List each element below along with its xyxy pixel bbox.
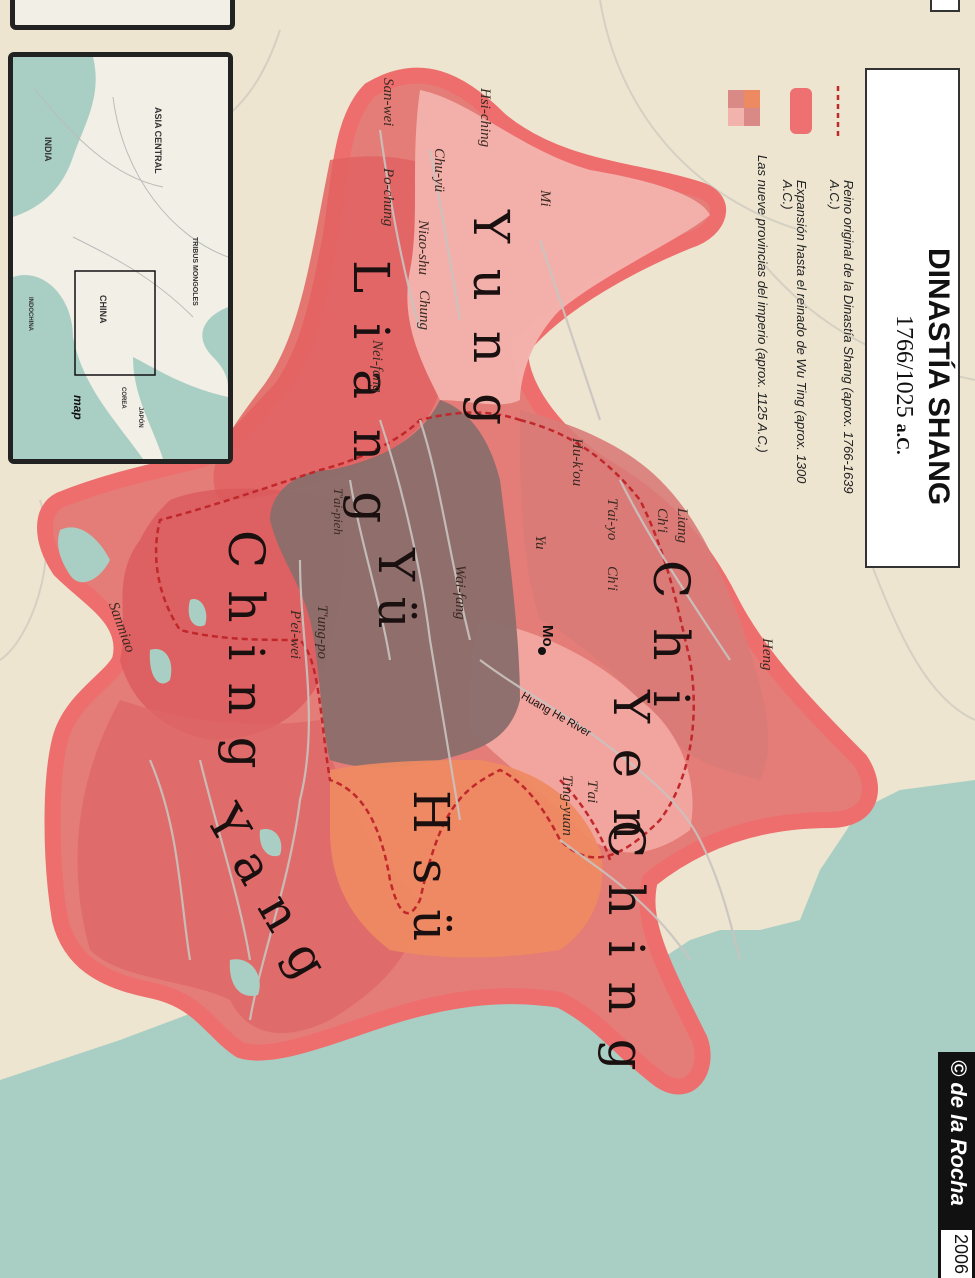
- lake: [259, 829, 282, 857]
- map-dates-years: 1766/1025: [891, 315, 917, 418]
- place-label: Mi: [537, 190, 553, 207]
- top-partial-frame: [10, 0, 235, 30]
- sea-area: [0, 780, 975, 1278]
- map-dates: 1766/1025 a.C.: [890, 315, 917, 455]
- credit-bar: © de la Rocha 2006: [938, 1052, 975, 1278]
- place-label: Yu: [532, 535, 548, 550]
- province-label-yung: Yung: [462, 210, 520, 456]
- original-kingdom-border: [154, 411, 695, 915]
- place-label: Nei-fang: [369, 340, 385, 393]
- place-label: Niao-shu: [415, 220, 431, 276]
- capital-marker: [538, 647, 546, 655]
- province-label-liang: Liang: [342, 260, 400, 554]
- place-label: Liang: [674, 508, 690, 544]
- province-yen: [470, 620, 693, 853]
- title-box: DINASTÍA SHANG 1766/1025 a.C.: [865, 68, 960, 568]
- legend-expansion: Expansión hasta el reinado de Wu Ting (a…: [780, 180, 809, 484]
- place-label: T'ai-yo: [604, 498, 620, 541]
- place-label: Hu-k'ou: [569, 438, 585, 487]
- province-liang: [213, 156, 470, 501]
- province-yu: [270, 400, 520, 768]
- province-label-ching-west: Ching: [217, 530, 275, 791]
- inset-label-corea: COREA: [120, 387, 126, 409]
- legend-provinces: Las nueve provincias del imperio (aprox.…: [755, 155, 770, 453]
- place-label: T'ung-po: [314, 605, 330, 660]
- province-yung: [407, 90, 710, 405]
- inset-label-indochina: INDOCHINA: [27, 297, 33, 331]
- inset-caption: map: [71, 395, 85, 420]
- legend-original: Reino original de la Dinastía Shang (apr…: [827, 180, 856, 494]
- inset-label-china: CHINA: [98, 295, 108, 324]
- lake: [188, 599, 207, 627]
- inset-label-mongol: TRIBUS MONGOLES: [191, 237, 198, 306]
- lake: [149, 649, 172, 684]
- place-label: T'ai: [584, 780, 600, 804]
- place-label: Ting-yuan: [559, 775, 575, 836]
- place-label: Ch'i: [604, 566, 620, 591]
- map-dates-era: a.C.: [893, 423, 913, 455]
- place-label: T'ai-pieh: [331, 488, 346, 535]
- huang-he-river: [479, 659, 742, 961]
- inset-focus-box: [74, 270, 156, 376]
- place-label: P'ei-wei: [287, 610, 303, 660]
- place-label: Ch'i: [654, 508, 670, 533]
- top-right-frame: [930, 0, 960, 12]
- inset-label-japon: JAPÓN: [137, 407, 143, 428]
- place-label: San-wei: [380, 78, 396, 127]
- place-label: Chung: [416, 290, 432, 331]
- place-label: Chu-yü: [431, 148, 447, 193]
- province-hsu: [330, 760, 603, 958]
- inset-map: ASIA CENTRAL INDIA TRIBUS MONGOLES CHINA…: [8, 52, 233, 464]
- place-label: Hsi-ching: [477, 88, 493, 148]
- province-label-hsu: Hsü: [402, 790, 460, 967]
- province-label-ching-east: Ching: [597, 820, 655, 1096]
- lake: [58, 527, 110, 583]
- place-label: Po-chung: [380, 168, 396, 227]
- credit-year-box: [941, 1230, 972, 1278]
- credit-text: © de la Rocha: [946, 1060, 971, 1206]
- inset-label-india: INDIA: [43, 137, 53, 162]
- map-title: DINASTÍA SHANG: [922, 248, 955, 506]
- province-label-yu: Yü: [367, 548, 425, 649]
- inset-label-asia: ASIA CENTRAL: [153, 107, 163, 174]
- capital-label: Mo: [539, 625, 556, 647]
- place-label: Heng: [759, 638, 775, 671]
- province-chi: [520, 410, 769, 780]
- inset-graphic: [13, 57, 228, 459]
- lake: [229, 959, 260, 996]
- inset-sea: [13, 57, 96, 217]
- place-label: Wai-fang: [452, 565, 468, 620]
- credit-year: 2006: [951, 1234, 971, 1275]
